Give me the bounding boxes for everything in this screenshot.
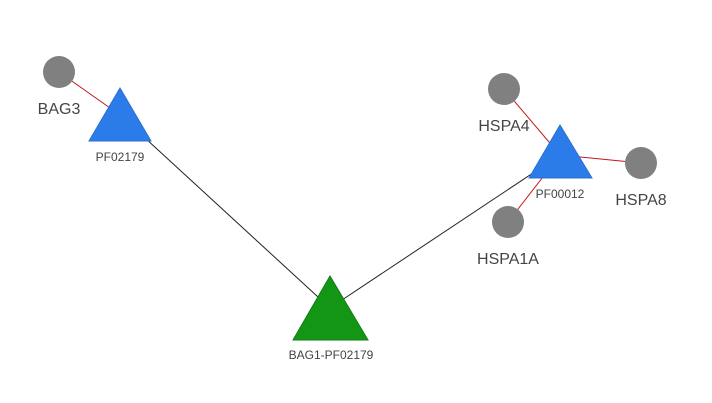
node-bag1-pf02179[interactable]	[292, 275, 369, 341]
node-hspa1a[interactable]	[492, 206, 524, 238]
node-hspa4[interactable]	[488, 73, 520, 105]
node-bag3[interactable]	[43, 56, 75, 88]
edge-bag1-pf00012	[329, 154, 561, 309]
label-pf02179: PF02179	[96, 150, 145, 164]
label-pf00012: PF00012	[536, 187, 585, 201]
label-bag3: BAG3	[38, 101, 81, 118]
label-bag1-pf02179: BAG1-PF02179	[289, 348, 374, 362]
label-hspa8: HSPA8	[615, 192, 666, 209]
edge-pf02179-bag1	[119, 114, 331, 309]
label-hspa4: HSPA4	[478, 118, 529, 135]
label-hspa1a: HSPA1A	[477, 251, 539, 268]
node-pf02179[interactable]	[88, 87, 152, 142]
node-hspa8[interactable]	[625, 147, 657, 179]
node-pf00012[interactable]	[528, 124, 593, 179]
